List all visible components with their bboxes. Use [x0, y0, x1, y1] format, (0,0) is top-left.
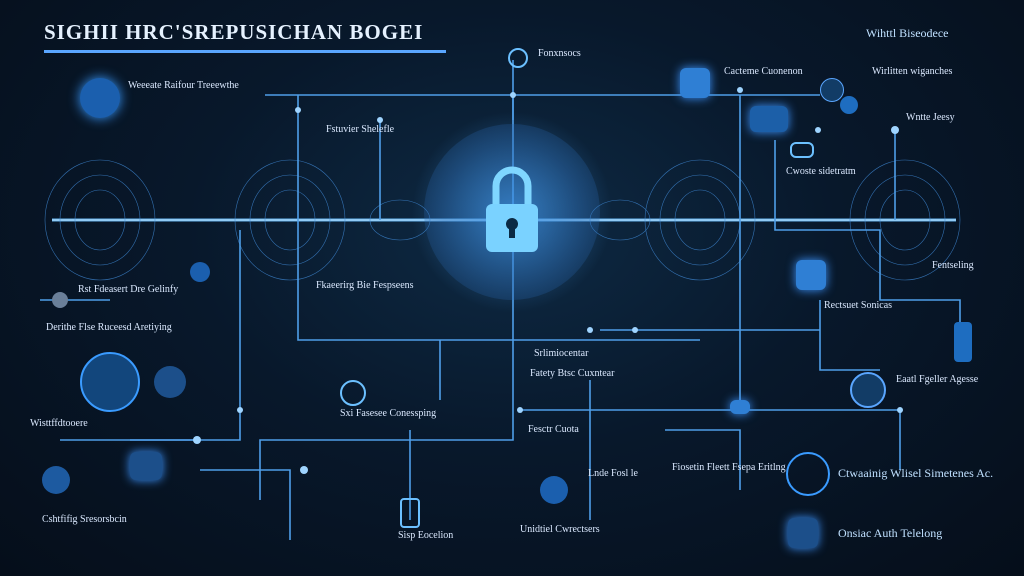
- window-icon: [130, 452, 162, 480]
- key-icon: [796, 260, 826, 290]
- shield-icon: [80, 78, 120, 118]
- chat-icon: [730, 400, 750, 414]
- settings-icon: [190, 262, 210, 282]
- label-mid-bot3: Unidtiel Cwrectsers: [520, 524, 600, 535]
- label-top-mid: Fonxnsocs: [538, 48, 581, 59]
- label-right-b: Rectsuet Sonicas: [824, 300, 893, 311]
- label-mid-bot4: Sisp Eocelion: [398, 530, 454, 541]
- router-icon: [790, 142, 814, 158]
- label-mid-lower2: Srlimiocentar: [534, 348, 589, 359]
- title-underline: [44, 50, 446, 53]
- magnifier-icon: [80, 352, 140, 412]
- lock-small-icon: [540, 476, 568, 504]
- label-br-2: Onsiac Auth Telelong: [838, 526, 943, 540]
- label-right-c: Eaatl Fgeller Agesse: [896, 374, 979, 385]
- label-c-low: Sxi Fasesee Conessping: [340, 408, 437, 419]
- label-tr-sub: Wirlitten wiganches: [872, 66, 953, 77]
- pipe-icon: [400, 498, 420, 528]
- monitor-icon: [750, 106, 788, 132]
- label-tr-head1: Cacteme Cuonenon: [724, 66, 803, 77]
- user-icon: [154, 366, 186, 398]
- label-br-1: Ctwaainig Wlisel Simetenes Ac.: [838, 466, 994, 480]
- clock-icon: [508, 48, 528, 68]
- label-col2-head: Fstuvier Shelefle: [326, 124, 395, 135]
- label-bl-1: Wisttffdtooere: [30, 418, 88, 429]
- label-tl-head: Weeeate Raifour Treeewthe: [128, 80, 239, 91]
- lock-icon: [484, 160, 540, 256]
- server-icon: [954, 322, 972, 362]
- label-tr-head2: Wihttl Biseodece: [866, 26, 949, 40]
- device-icon: [788, 518, 818, 548]
- page-title: SIGHII HRC'SREPUSICHAN BOGEI: [44, 20, 424, 44]
- cloud-icon: [820, 78, 844, 102]
- globe-icon: [840, 96, 858, 114]
- label-right-m: Fentseling: [932, 260, 974, 271]
- network-icon: [850, 372, 886, 408]
- label-bl-2: Cshtfifig Sresorsbcin: [42, 514, 127, 525]
- avatar-icon: [52, 292, 68, 308]
- label-mid-lower: Fatety Btsc Cuxntear: [530, 368, 615, 379]
- label-mid-bot2: Fiosetin Fleett Fsepa Eritlng: [672, 462, 786, 473]
- label-r-mid: Wntte Jeesy: [906, 112, 955, 123]
- cube-icon: [680, 68, 710, 98]
- person-icon: [42, 466, 70, 494]
- label-c-low2: Fesctr Cuota: [528, 424, 579, 435]
- label-mid-left: Fkaeerirg Bie Fespseens: [316, 280, 414, 291]
- shield-small-icon: [340, 380, 366, 406]
- label-left-a: Rst Fdeasert Dre Gelinfy: [78, 284, 179, 295]
- lock-badge-icon: [786, 452, 830, 496]
- label-mid-bot1: Lnde Fosl le: [588, 468, 638, 479]
- label-r-mid2: Cwoste sidetratm: [786, 166, 856, 177]
- label-left-b: Derithe Flse Ruceesd Aretiying: [46, 322, 172, 333]
